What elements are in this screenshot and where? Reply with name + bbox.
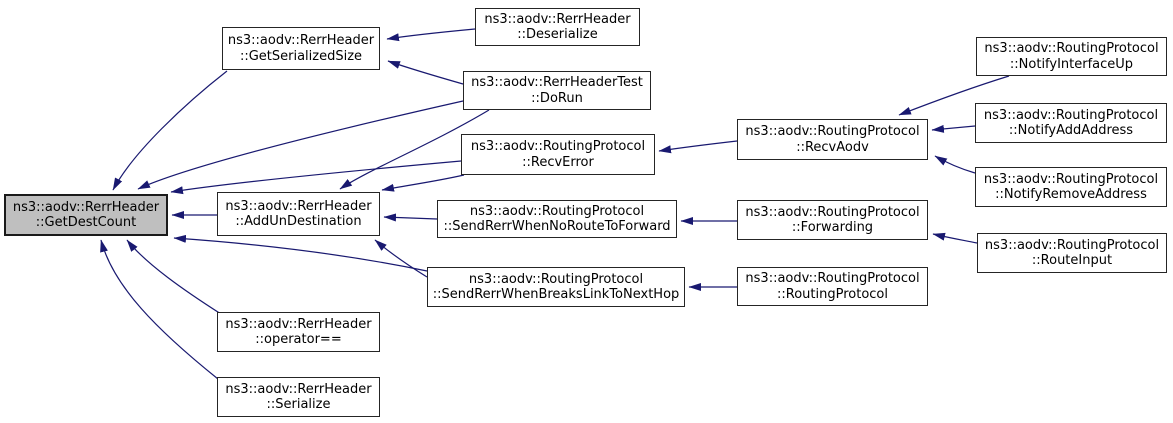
node-recv-error[interactable]: ns3::aodv::RoutingProtocol ::RecvError bbox=[461, 134, 655, 175]
node-deserialize[interactable]: ns3::aodv::RerrHeader ::Deserialize bbox=[475, 8, 640, 46]
edge-deserialize-getSerializedSize bbox=[386, 28, 476, 42]
node-route-input[interactable]: ns3::aodv::RoutingProtocol ::RouteInput bbox=[977, 233, 1167, 273]
edge-sendRerrWhenBreaksLinkToNextHop-addUnDestination bbox=[374, 239, 428, 278]
edge-operatorEq-getDestCount bbox=[126, 239, 222, 315]
edge-doRun-addUnDestination bbox=[339, 109, 490, 190]
node-do-run[interactable]: ns3::aodv::RerrHeaderTest ::DoRun bbox=[463, 71, 651, 110]
edge-serialize-getDestCount bbox=[100, 239, 219, 380]
edge-notifyInterfaceUp-recvAodv bbox=[898, 75, 1010, 116]
edge-sendRerrWhenNoRouteToForward-addUnDestination bbox=[383, 213, 438, 222]
node-serialize[interactable]: ns3::aodv::RerrHeader ::Serialize bbox=[217, 377, 380, 417]
node-send-rerr-when-no-route-to-forward[interactable]: ns3::aodv::RoutingProtocol ::SendRerrWhe… bbox=[437, 200, 677, 238]
edge-recvError-getDestCount bbox=[170, 160, 462, 195]
edge-doRun-getSerializedSize bbox=[387, 60, 464, 85]
edge-recvError-addUnDestination bbox=[381, 174, 465, 192]
node-recv-aodv[interactable]: ns3::aodv::RoutingProtocol ::RecvAodv bbox=[737, 119, 928, 160]
node-notify-add-address[interactable]: ns3::aodv::RoutingProtocol ::NotifyAddAd… bbox=[975, 103, 1167, 143]
edge-routeInput-forwarding bbox=[932, 232, 978, 244]
node-forwarding[interactable]: ns3::aodv::RoutingProtocol ::Forwarding bbox=[737, 200, 928, 240]
edge-notifyAddAddress-recvAodv bbox=[931, 124, 976, 133]
edge-getSerializedSize-getDestCount bbox=[112, 70, 228, 191]
edge-sendRerrWhenBreaksLinkToNextHop-getDestCount bbox=[173, 234, 428, 272]
node-add-un-destination[interactable]: ns3::aodv::RerrHeader ::AddUnDestination bbox=[217, 192, 380, 236]
edge-doRun-getDestCount bbox=[137, 100, 464, 190]
edge-recvAodv-recvError bbox=[658, 140, 738, 154]
node-get-dest-count: ns3::aodv::RerrHeader ::GetDestCount bbox=[4, 194, 168, 236]
node-get-serialized-size[interactable]: ns3::aodv::RerrHeader ::GetSerializedSiz… bbox=[222, 27, 380, 70]
node-operator-eq[interactable]: ns3::aodv::RerrHeader ::operator== bbox=[217, 312, 380, 352]
edge-notifyRemoveAddress-recvAodv bbox=[934, 155, 976, 174]
node-notify-interface-up[interactable]: ns3::aodv::RoutingProtocol ::NotifyInter… bbox=[976, 37, 1167, 76]
node-notify-remove-address[interactable]: ns3::aodv::RoutingProtocol ::NotifyRemov… bbox=[975, 167, 1167, 207]
node-send-rerr-when-breaks-link-to-next-hop[interactable]: ns3::aodv::RoutingProtocol ::SendRerrWhe… bbox=[427, 267, 685, 307]
node-routing-protocol-constructor[interactable]: ns3::aodv::RoutingProtocol ::RoutingProt… bbox=[737, 267, 928, 306]
